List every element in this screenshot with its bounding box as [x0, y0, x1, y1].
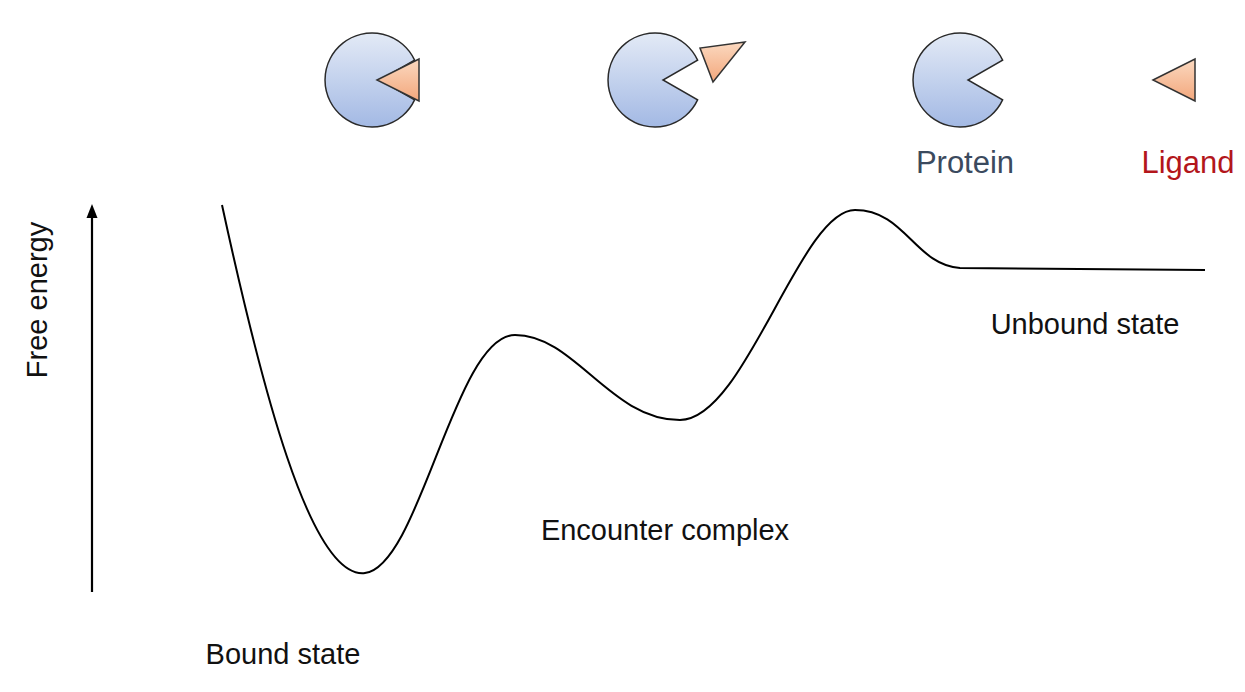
state-label: Unbound state: [991, 309, 1180, 341]
protein-icon: [608, 33, 698, 127]
ligand-icon: [700, 42, 745, 82]
protein-icon: [913, 33, 1003, 127]
ligand-label: Ligand: [1141, 146, 1234, 180]
ligand-icon: [1153, 59, 1195, 101]
energy-curve: [222, 205, 1205, 573]
axis-line: [91, 216, 93, 592]
state-label: Bound state: [206, 639, 361, 671]
ligand-icon: [377, 59, 419, 101]
state-label: Encounter complex: [541, 515, 789, 547]
axis-label: Free energy: [22, 222, 54, 378]
axis-arrowhead: [87, 204, 98, 218]
protein-label: Protein: [916, 146, 1014, 180]
